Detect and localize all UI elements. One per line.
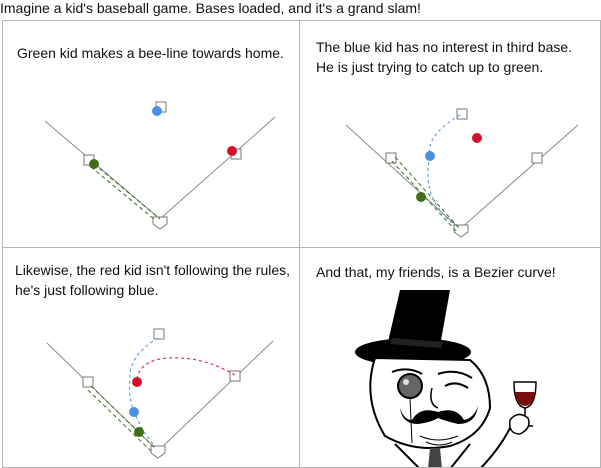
intro-text: Imagine a kid's baseball game. Bases loa… — [0, 0, 421, 16]
hand — [508, 413, 530, 435]
chin-lines — [419, 435, 459, 446]
blue-path — [428, 114, 461, 157]
third-base — [385, 152, 397, 164]
blue-path — [129, 337, 159, 447]
panel-4-caption: And that, my friends, is a Bezier curve! — [316, 264, 556, 280]
blue-to-home-path — [427, 155, 459, 228]
top-hat-crown — [388, 290, 450, 346]
brow-left — [391, 368, 423, 375]
panel-2-caption: The blue kid has no interest in third ba… — [316, 39, 573, 75]
comic-panel-3: Likewise, the red kid isn't following th… — [2, 247, 300, 468]
green-path — [394, 156, 461, 230]
brow-right — [437, 370, 473, 379]
nose — [430, 387, 439, 409]
panel-3-caption: Likewise, the red kid isn't following th… — [15, 262, 291, 298]
baseline-lines — [46, 340, 274, 452]
green-path — [90, 385, 156, 449]
third-base — [82, 376, 94, 388]
baseline-lines — [44, 116, 276, 220]
green-path-shadow — [391, 160, 457, 232]
comic-panel-1: Green kid makes a bee-line towards home. — [2, 20, 300, 248]
like-a-sir-rage-face-drawing — [355, 290, 537, 467]
red-runner — [227, 146, 237, 156]
right-eye — [444, 382, 469, 389]
first-base — [229, 370, 241, 382]
red-path — [136, 357, 236, 379]
green-runner — [134, 427, 144, 437]
comic-panel-2: The blue kid has no interest in third ba… — [299, 20, 601, 248]
diagram-2 — [345, 108, 579, 238]
monocle — [397, 373, 423, 399]
diagram-1 — [44, 101, 276, 230]
baseline-lines — [345, 124, 579, 230]
second-base — [153, 328, 165, 340]
green-path — [93, 163, 161, 220]
green-runner — [416, 192, 426, 202]
home-plate — [152, 216, 168, 230]
arm — [480, 427, 511, 467]
top-hat-band — [390, 338, 443, 348]
face — [369, 356, 492, 449]
panel-1-caption: Green kid makes a bee-line towards home. — [17, 45, 284, 61]
red-runner — [472, 133, 482, 143]
diagram-3 — [46, 328, 274, 459]
red-runner — [132, 377, 142, 387]
blue-runner — [152, 106, 162, 116]
monocle-glare — [403, 379, 409, 385]
tie — [428, 448, 442, 467]
collar — [394, 443, 471, 467]
home-plate — [150, 445, 166, 459]
blue-runner — [425, 151, 435, 161]
home-plate — [453, 224, 469, 238]
green-path-shadow — [90, 166, 156, 221]
blue-runner — [129, 407, 139, 417]
mustache — [400, 406, 478, 424]
green-path-shadow — [87, 389, 152, 452]
first-base — [531, 152, 543, 164]
green-runner — [89, 159, 99, 169]
comic-panel-4: And that, my friends, is a Bezier curve! — [299, 247, 601, 468]
second-base — [456, 108, 468, 120]
wine — [515, 392, 535, 406]
